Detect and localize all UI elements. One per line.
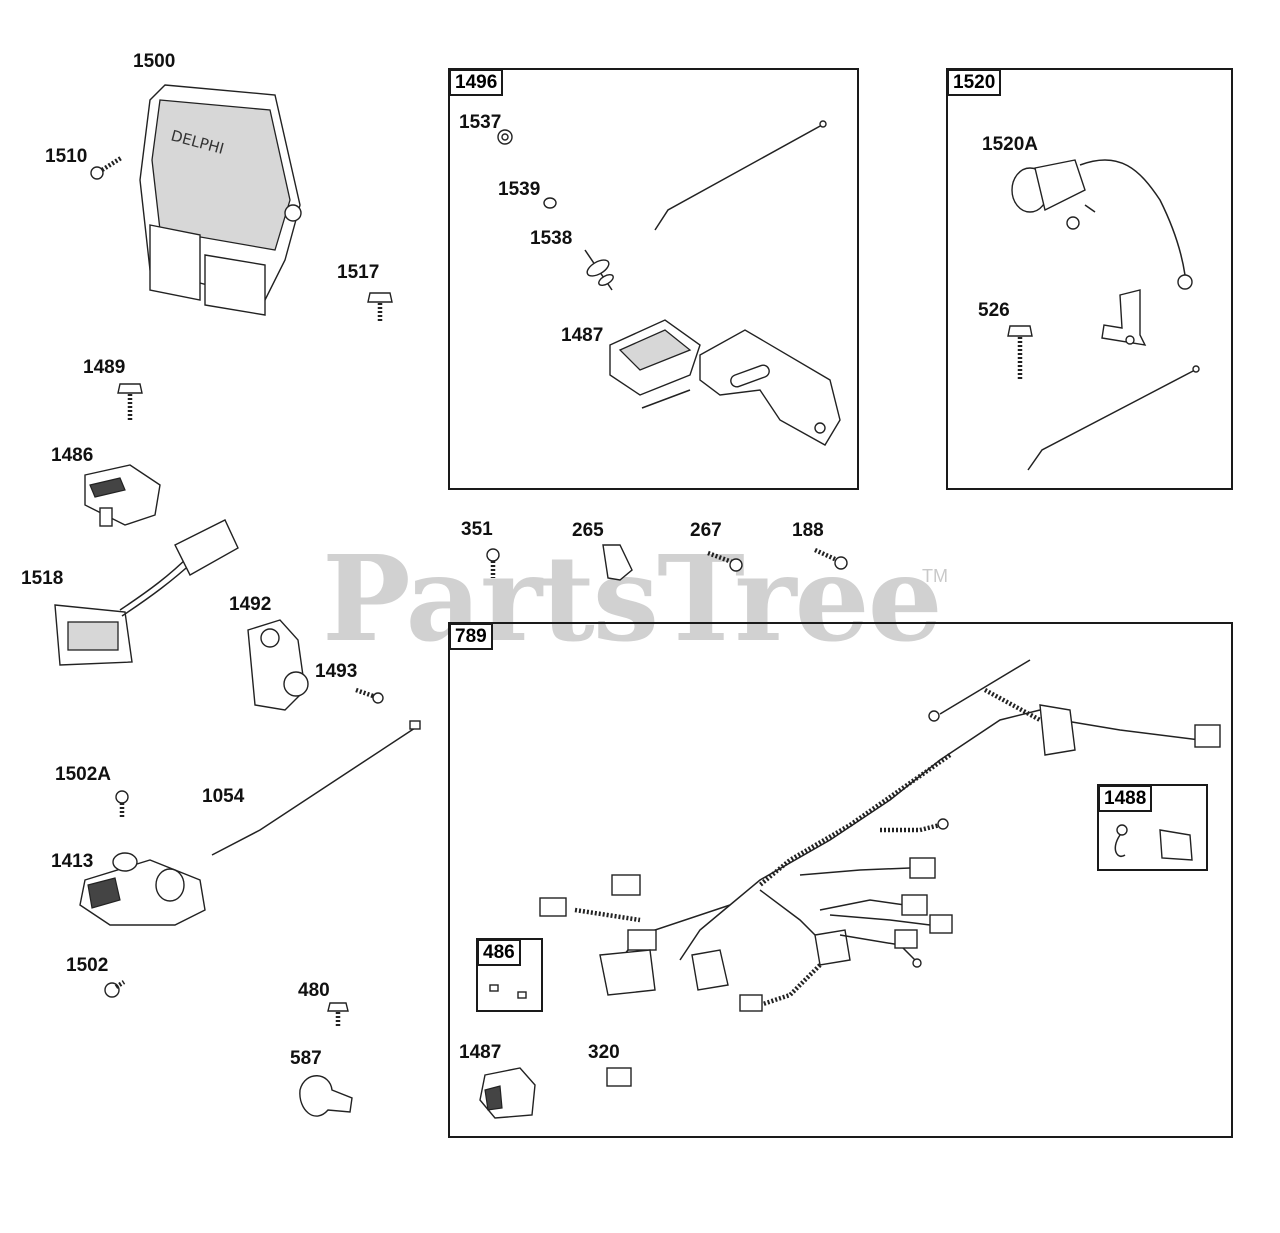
label-526: 526 <box>978 300 1010 321</box>
part-1487-relay-box <box>479 1067 536 1119</box>
label-1538: 1538 <box>530 228 573 249</box>
label-265: 265 <box>572 520 604 541</box>
label-1500: 1500 <box>133 51 176 72</box>
group-box-1496: 1496 <box>448 68 859 490</box>
part-1054-tie <box>211 720 421 856</box>
label-587: 587 <box>290 1048 322 1069</box>
label-351: 351 <box>461 519 493 540</box>
part-1537-nut <box>497 129 513 145</box>
label-1486: 1486 <box>51 445 94 466</box>
part-351-screw <box>486 548 500 578</box>
label-1487-bottom: 1487 <box>459 1042 502 1063</box>
part-1489-bolt <box>117 383 143 420</box>
label-267: 267 <box>690 520 722 541</box>
part-1539-washer <box>543 197 557 209</box>
part-1502a-screw <box>115 790 129 818</box>
part-1510-screw <box>90 156 123 180</box>
label-1537: 1537 <box>459 112 502 133</box>
label-1489: 1489 <box>83 357 126 378</box>
part-1487-bracket-mount <box>609 319 841 446</box>
part-1486-sensor <box>84 464 161 527</box>
label-320: 320 <box>588 1042 620 1063</box>
part-188-screw <box>814 547 848 570</box>
label-1510: 1510 <box>45 146 88 167</box>
part-1518-adapter <box>54 519 239 666</box>
label-1054: 1054 <box>202 786 245 807</box>
part-1488-connector <box>1114 824 1193 861</box>
label-1492: 1492 <box>229 594 272 615</box>
label-1517: 1517 <box>337 262 380 283</box>
part-789-wiring-harness <box>539 659 1221 1012</box>
group-tab-1496: 1496 <box>449 69 504 96</box>
group-tab-486: 486 <box>477 939 521 966</box>
group-tab-1520: 1520 <box>947 69 1002 96</box>
label-1518: 1518 <box>21 568 64 589</box>
label-188: 188 <box>792 520 824 541</box>
part-1500-ecu: DELPHI <box>139 84 302 316</box>
part-1413-sensor <box>79 852 206 926</box>
label-1539: 1539 <box>498 179 541 200</box>
tie-strap-1520 <box>1027 365 1200 471</box>
part-1520a-switch <box>1011 159 1193 290</box>
tie-strap-1496 <box>654 120 827 231</box>
label-1502a: 1502A <box>55 764 111 785</box>
part-1538-grommet <box>584 249 614 291</box>
label-1413: 1413 <box>51 851 94 872</box>
group-box-1520: 1520 <box>946 68 1233 490</box>
group-box-486: 486 <box>476 938 543 1012</box>
label-1502: 1502 <box>66 955 109 976</box>
part-320-relay <box>606 1067 632 1087</box>
group-box-789: 789 <box>448 622 1233 1138</box>
part-526-bolt <box>1007 325 1033 380</box>
part-486-terminals <box>489 984 527 999</box>
part-1520-bracket <box>1101 289 1147 346</box>
part-1502-screw <box>104 980 126 998</box>
label-1493: 1493 <box>315 661 358 682</box>
group-box-1488: 1488 <box>1097 784 1208 871</box>
part-480-bolt <box>327 1002 349 1028</box>
part-1493-bolt <box>355 687 384 704</box>
label-480: 480 <box>298 980 330 1001</box>
part-1517-bolt <box>367 292 393 322</box>
watermark-trademark: TM <box>922 566 948 586</box>
part-267-screw <box>707 550 743 572</box>
label-1520a: 1520A <box>982 134 1038 155</box>
group-tab-789: 789 <box>449 623 493 650</box>
part-587-clamp <box>299 1075 353 1117</box>
group-tab-1488: 1488 <box>1098 785 1153 812</box>
part-265-clip <box>602 544 633 581</box>
label-1487-top: 1487 <box>561 325 604 346</box>
part-1492-bracket <box>247 619 309 711</box>
